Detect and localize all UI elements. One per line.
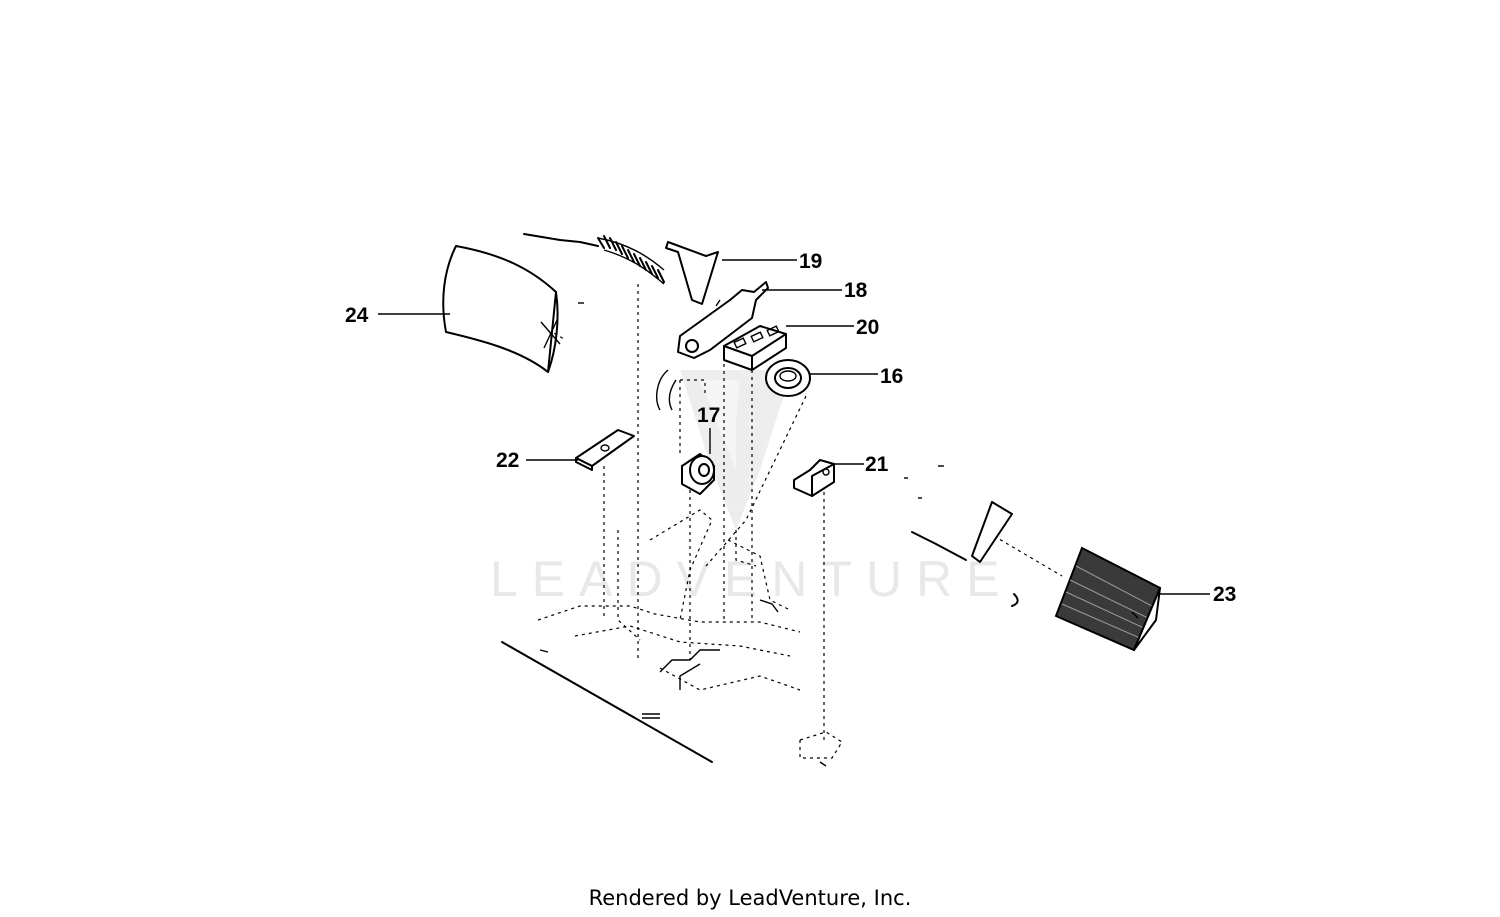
footer-credit: Rendered by LeadVenture, Inc. bbox=[589, 886, 912, 910]
watermark-text: LEADVENTURE bbox=[490, 551, 1014, 607]
part-22-plate bbox=[575, 429, 635, 471]
callout-22: 22 bbox=[496, 449, 519, 472]
callout-23: 23 bbox=[1213, 583, 1236, 606]
leadventure-logo-icon bbox=[680, 370, 792, 530]
watermark: LEADVENTURE bbox=[490, 370, 1014, 607]
pedal-frame bbox=[501, 284, 1063, 767]
part-17-bushing bbox=[681, 453, 715, 495]
part-23-pedal-pad bbox=[904, 465, 1162, 652]
part-21-clip bbox=[793, 459, 835, 497]
callout-21: 21 bbox=[865, 453, 889, 476]
spring-coil bbox=[597, 235, 665, 285]
part-18-bracket bbox=[677, 281, 769, 359]
callout-labels: 24 19 18 20 16 17 22 21 23 bbox=[345, 250, 1236, 606]
part-20-block bbox=[723, 325, 787, 371]
callout-24: 24 bbox=[345, 304, 369, 327]
callout-18: 18 bbox=[844, 279, 868, 302]
callout-19: 19 bbox=[799, 250, 822, 273]
part-19-return-spring bbox=[523, 233, 719, 305]
callout-20: 20 bbox=[856, 316, 879, 339]
part-24-pedal-sleeve bbox=[442, 245, 584, 373]
callout-leaders bbox=[378, 259, 1210, 595]
callout-17: 17 bbox=[697, 404, 720, 427]
part-16-bearing bbox=[765, 359, 811, 397]
callout-16: 16 bbox=[880, 365, 903, 388]
pedal-tread-pattern bbox=[1061, 565, 1153, 639]
